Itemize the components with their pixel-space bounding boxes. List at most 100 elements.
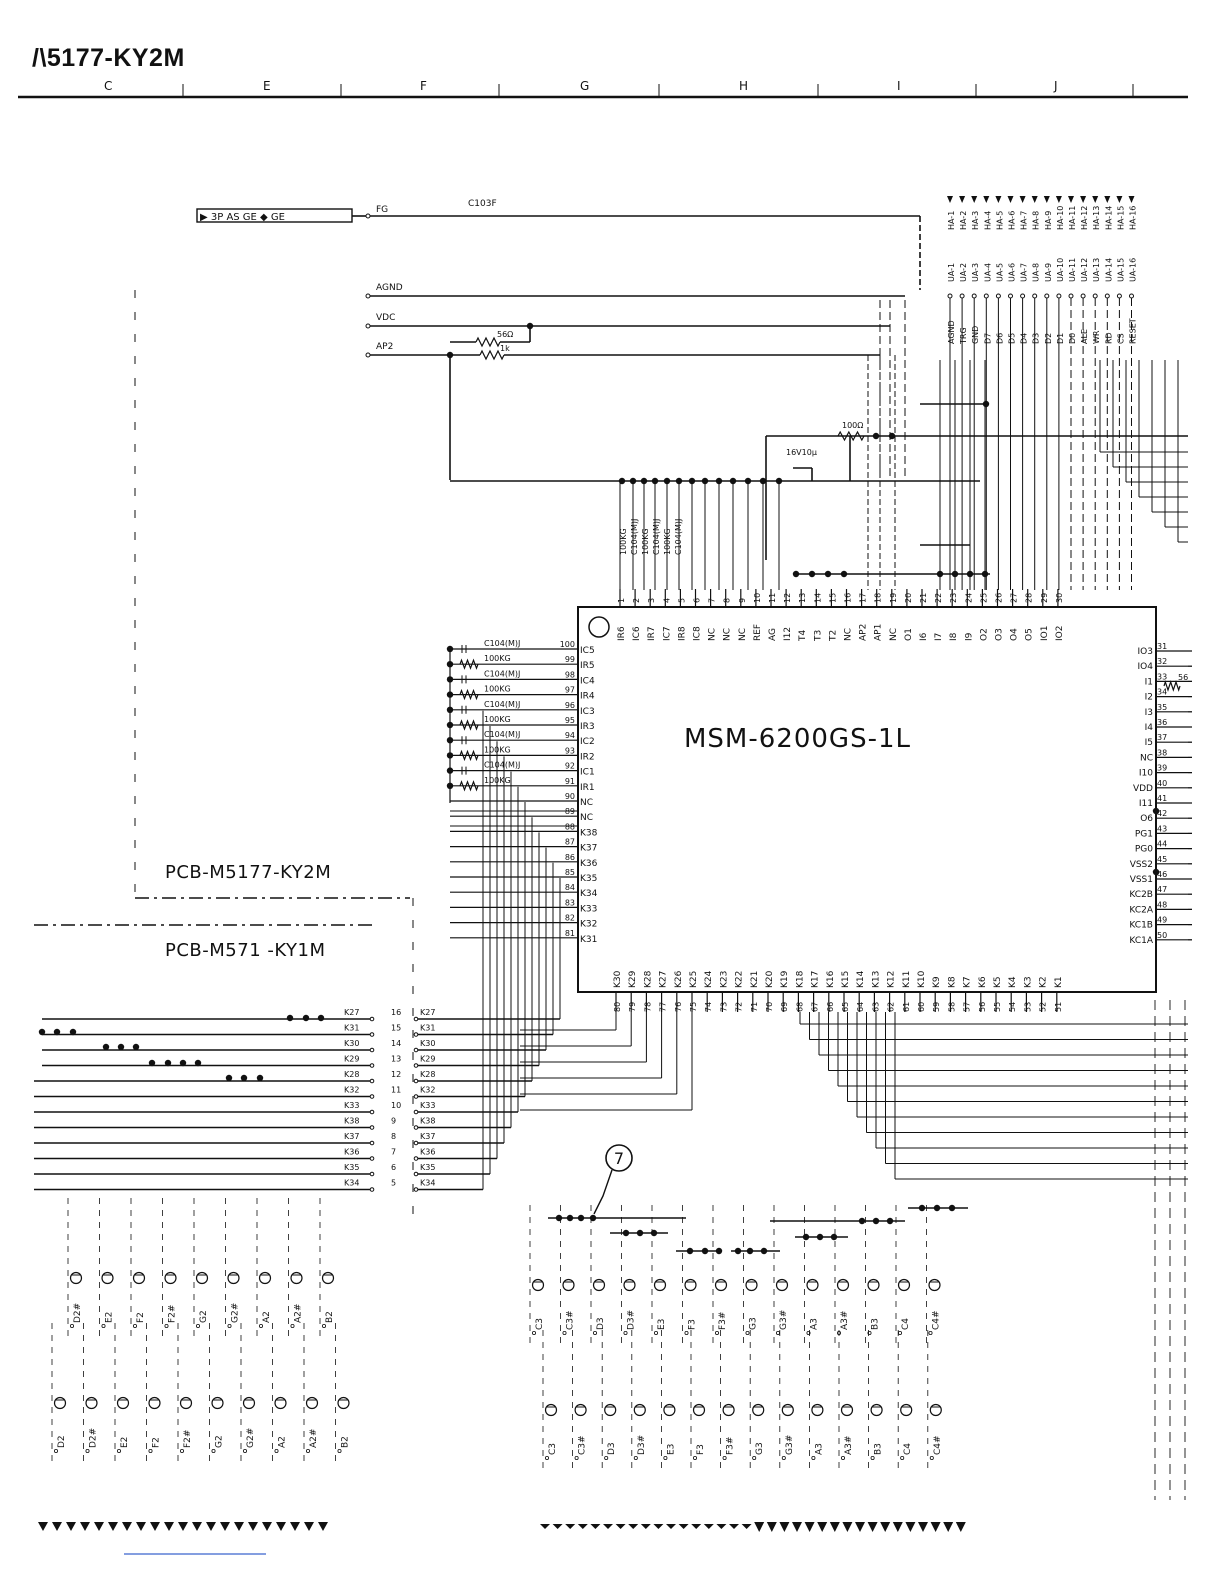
ic-pin-number: 39 — [1157, 764, 1167, 773]
connector-pin-ha: HA-6 — [1008, 211, 1017, 230]
key-label: A3 — [810, 1318, 820, 1330]
ic-pin-number: 86 — [565, 853, 575, 862]
key-switch-icon — [337, 1396, 350, 1410]
ic-pin-number: 84 — [565, 883, 575, 892]
connector-pin-ha: HA-13 — [1092, 206, 1101, 230]
ic-pin-number: 23 — [949, 593, 958, 603]
key-switch-icon — [684, 1278, 697, 1292]
bus-terminal — [369, 1094, 375, 1099]
ic-pin-name: K21 — [750, 971, 760, 988]
key-label: C3# — [566, 1310, 576, 1330]
component-label: 100KG — [484, 715, 511, 724]
ground-symbol — [829, 1522, 840, 1532]
ic-pin-number: 24 — [964, 593, 973, 603]
component-label: C104(M)J — [674, 519, 683, 555]
ic-pin-name: IR7 — [647, 626, 657, 641]
ic-pin-number: 25 — [979, 593, 988, 603]
junction-dot — [816, 1233, 824, 1241]
junction-dot — [38, 1028, 46, 1036]
resistor-symbol — [459, 688, 479, 701]
connector-pin-ha: HA-12 — [1080, 206, 1089, 230]
connector-signal-label: D2 — [1044, 333, 1053, 344]
bus-terminal — [413, 1063, 419, 1068]
junction-dot — [317, 1014, 325, 1022]
junction-dot — [286, 1014, 294, 1022]
ic-pin-number: 9 — [738, 598, 747, 603]
ground-symbol — [603, 1524, 613, 1529]
key-terminal — [654, 1331, 659, 1336]
junction-dot — [577, 1214, 585, 1222]
connector-pin-ha: HA-10 — [1056, 206, 1065, 230]
key-terminal — [70, 1324, 75, 1329]
ic-pin-name: K14 — [856, 970, 866, 988]
key-switch-icon — [132, 1271, 146, 1285]
connector-arrow — [1068, 196, 1074, 203]
ic-pin-number: 87 — [565, 838, 575, 847]
ic-pin-name: K26 — [674, 970, 684, 988]
ic-pin-name: NC — [889, 628, 899, 641]
ic-pin-name: AG — [768, 628, 778, 641]
bus-terminal — [413, 1140, 419, 1146]
key-switch-icon — [258, 1271, 272, 1285]
ground-symbol — [38, 1522, 48, 1531]
resistor-symbol — [459, 780, 479, 792]
sheet-title: /\5177-KY2M — [32, 44, 185, 72]
ground-symbol — [206, 1522, 216, 1531]
connector-signal-label: D3 — [1032, 333, 1041, 344]
key-label: F2# — [168, 1305, 178, 1323]
connector-arrow — [1007, 196, 1014, 203]
ic-pin-number: 92 — [565, 762, 575, 771]
component-label: 100KG — [641, 528, 650, 555]
ground-symbol — [691, 1524, 702, 1529]
ic-pin-name: IC5 — [580, 646, 595, 656]
ic-pin-number: 74 — [704, 1002, 713, 1012]
key-terminal — [227, 1324, 232, 1329]
bus-net-label: K30 — [344, 1039, 359, 1048]
ic-pin-number: 21 — [919, 593, 928, 603]
ic-pin-number: 80 — [613, 1002, 622, 1012]
connector-terminal — [1092, 293, 1098, 299]
ic-pin-number: 96 — [565, 701, 575, 710]
junction-dot — [53, 1028, 61, 1036]
ic-pin-name: K2 — [1039, 976, 1049, 988]
key-label: E2 — [105, 1312, 115, 1323]
ic-pin-number: 58 — [947, 1002, 956, 1012]
key-terminal — [781, 1456, 786, 1461]
key-terminal — [305, 1449, 310, 1454]
ic-pin-number: 99 — [565, 655, 575, 664]
ic-pin-name: KC1B — [1129, 921, 1153, 931]
ic-pin-number: 93 — [565, 746, 575, 755]
ic-pin-name: NC — [723, 628, 733, 641]
ic-pin-number: 32 — [1157, 657, 1167, 666]
ic-pin-number: 56 — [978, 1002, 987, 1012]
ic-pin-number: 27 — [1010, 593, 1019, 603]
key-switch-icon — [714, 1278, 728, 1292]
ground-symbol — [716, 1524, 727, 1529]
resistor-label: 100Ω — [842, 421, 863, 430]
bus-terminal — [413, 1125, 419, 1130]
key-label: C4 — [901, 1318, 911, 1330]
ic-pin-name: T2 — [828, 630, 838, 642]
connector-signal-label: ALE — [1080, 329, 1089, 344]
key-switch-icon — [53, 1396, 67, 1410]
ic-pin-name: K28 — [643, 970, 653, 988]
key-label: G2 — [199, 1310, 209, 1323]
bus-net-label: K37 — [420, 1132, 435, 1141]
ic-pin-number: 7 — [708, 598, 717, 603]
ic-pin-number: 98 — [565, 670, 575, 679]
ic-pin-name: NC — [580, 798, 593, 808]
ic-pin-name: K36 — [580, 859, 598, 869]
junction-dot — [872, 1217, 880, 1225]
connector-pin-ua: UA-10 — [1056, 258, 1065, 282]
ic-pin-name: O2 — [979, 628, 989, 641]
key-switch-icon — [811, 1403, 824, 1417]
bus-net-label: K28 — [344, 1070, 359, 1079]
ic-pin-name: K12 — [887, 971, 897, 988]
ic-pin-name: K35 — [580, 874, 597, 884]
connector-signal-label: GND — [971, 326, 980, 344]
junction-dot — [102, 1043, 110, 1051]
ic-pin-name: I4 — [1145, 723, 1154, 733]
ic-pin-number: 75 — [689, 1002, 698, 1012]
connector-signal-label: AGND — [947, 320, 956, 344]
